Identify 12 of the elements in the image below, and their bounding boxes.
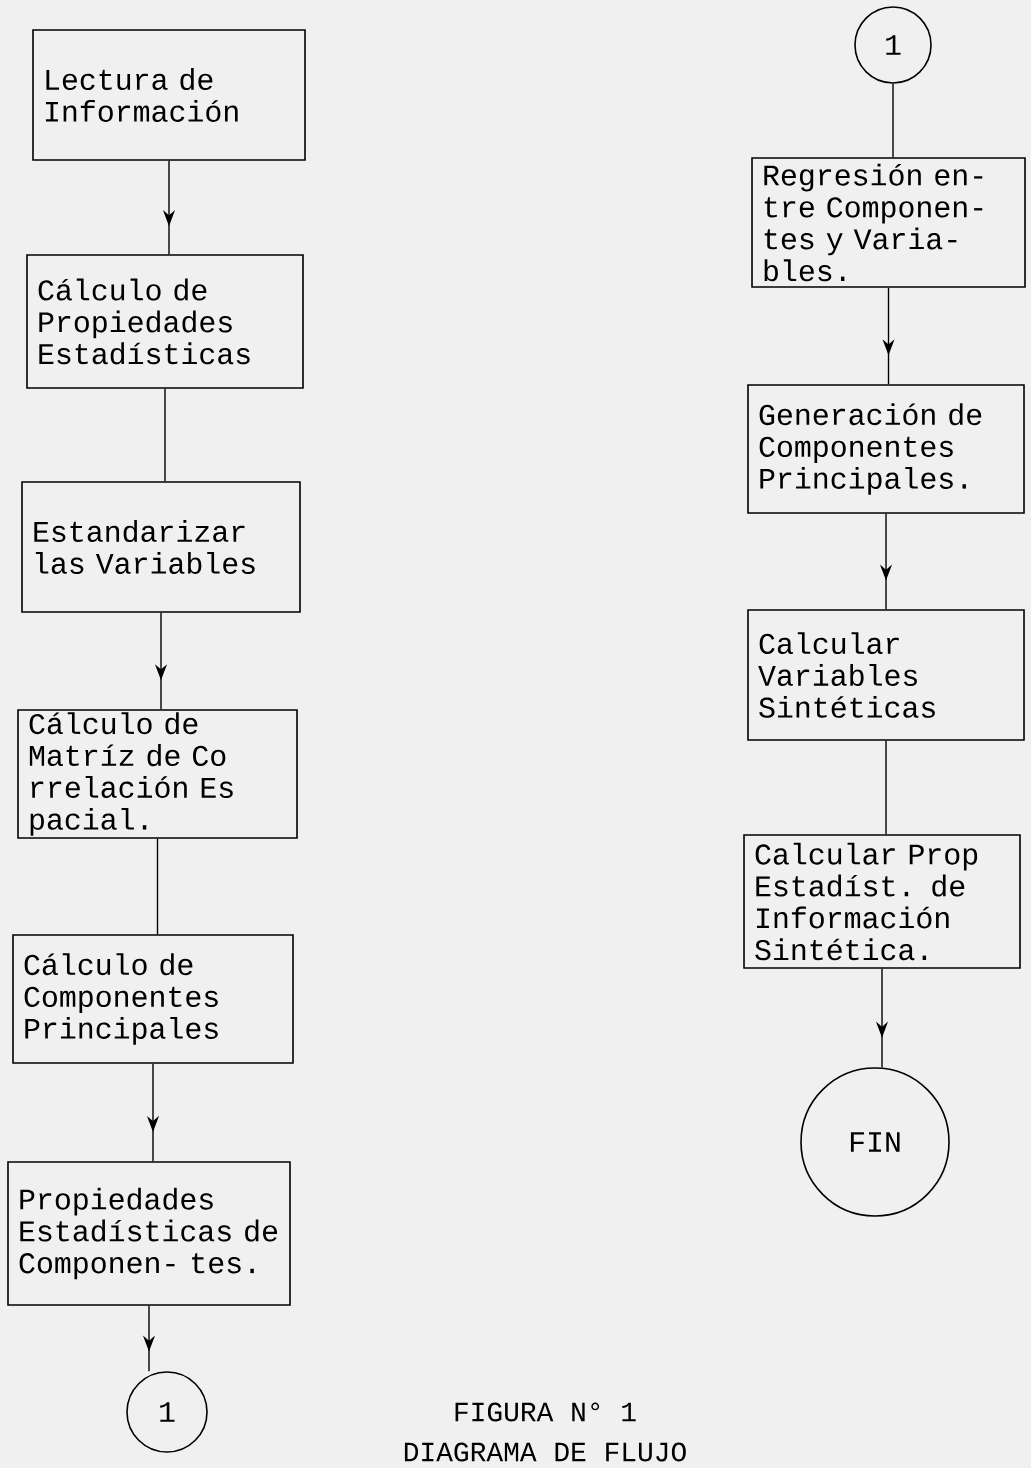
process-box: Calcular Variables Sintéticas	[747, 609, 1025, 741]
process-box: Estandarizar las Variables	[21, 481, 301, 613]
process-box: Regresión en- tre Componen- tes y Varia- bles.	[751, 157, 1026, 288]
caption-text: DIAGRAMA DE FLUJO	[404, 1442, 686, 1462]
process-box: Cálculo de Componentes Principales	[12, 934, 294, 1064]
process-box: Cálculo de Propiedades Estadísticas	[26, 254, 304, 389]
caption-text: FIGURA N° 1	[455, 1402, 636, 1422]
process-box: Cálculo de Matríz de Co rrelación Es pacial.	[17, 709, 298, 839]
process-box: Propiedades Estadísticas de Componen- tes.	[7, 1161, 291, 1306]
process-box: Generación de Componentes Principales.	[747, 384, 1025, 514]
process-box: Lectura de Información	[32, 29, 306, 161]
process-box: Calcular Prop Estadíst. de Información Sintética.	[743, 834, 1021, 969]
